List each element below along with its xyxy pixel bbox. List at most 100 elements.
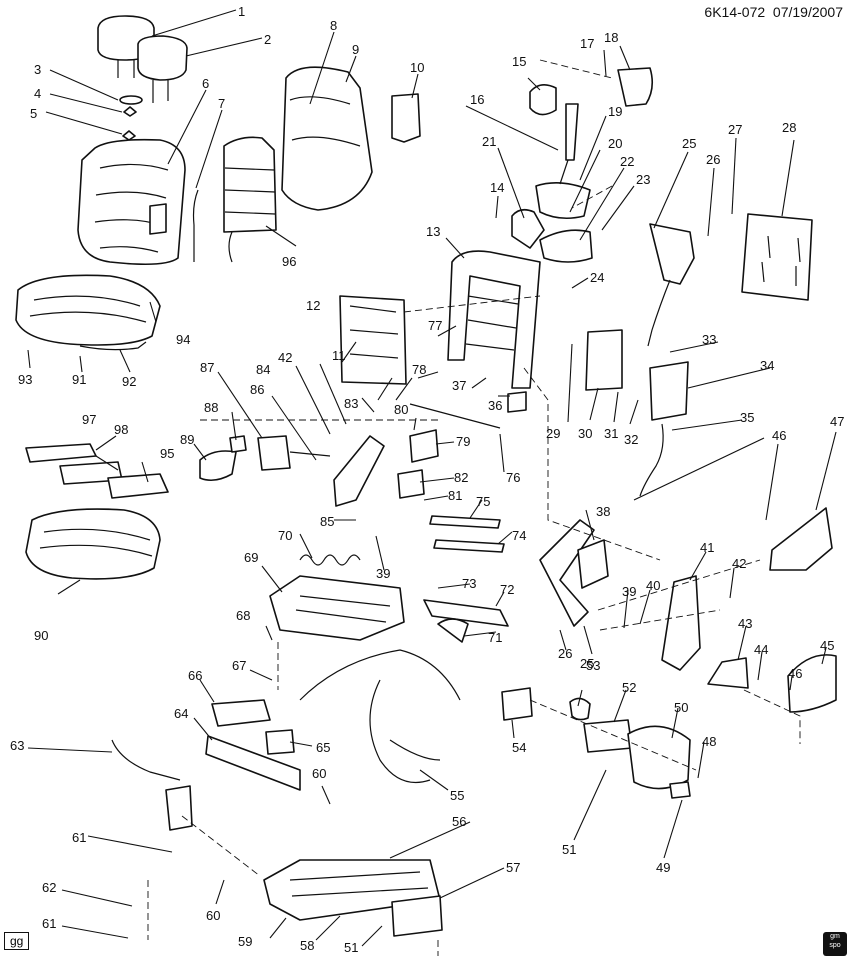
callout-3: 3 <box>34 62 41 77</box>
seat-cushion-cover <box>15 274 161 346</box>
callout-53: 53 <box>586 658 600 673</box>
callout-26-upper: 26 <box>706 152 720 167</box>
callout-37: 37 <box>452 378 466 393</box>
callout-51-right: 51 <box>562 842 576 857</box>
callout-6: 6 <box>202 76 209 91</box>
recliner-rod <box>289 451 331 457</box>
callout-58: 58 <box>300 938 314 953</box>
callout-64: 64 <box>174 706 188 721</box>
cushion-heater-pad-front <box>25 443 97 463</box>
callout-72: 72 <box>500 582 514 597</box>
callout-96: 96 <box>282 254 296 269</box>
upper-belt-guide <box>649 223 695 285</box>
callout-14: 14 <box>490 180 504 195</box>
adjuster-detail <box>289 871 429 897</box>
callout-36: 36 <box>488 398 502 413</box>
seatback-cover <box>77 138 186 266</box>
torsion-rod <box>409 403 501 429</box>
seatback-trim-panel <box>391 93 421 143</box>
callout-26-lower: 26 <box>558 646 572 661</box>
callout-81: 81 <box>448 488 462 503</box>
callout-94: 94 <box>176 332 190 347</box>
cushion-bar-upper <box>429 515 501 529</box>
callout-25-upper: 25 <box>682 136 696 151</box>
callout-62: 62 <box>42 880 56 895</box>
callout-59: 59 <box>238 934 252 949</box>
callout-68: 68 <box>236 608 250 623</box>
cushion-bar-lower <box>433 539 505 553</box>
callout-89: 89 <box>180 432 194 447</box>
callout-42-left: 42 <box>278 350 292 365</box>
callout-16: 16 <box>470 92 484 107</box>
lumbar-motor <box>397 469 425 499</box>
armrest-bezel <box>511 208 545 249</box>
armrest-end-cap <box>617 67 654 107</box>
seat-belt-sensor-cable <box>111 739 181 781</box>
recliner-bracket <box>409 429 439 463</box>
adjuster-cover <box>627 725 691 790</box>
seatback-frame <box>447 250 541 389</box>
callout-56: 56 <box>452 814 466 829</box>
callout-24: 24 <box>590 270 604 285</box>
callout-10: 10 <box>410 60 424 75</box>
callout-54: 54 <box>512 740 526 755</box>
side-bezel <box>585 329 623 391</box>
headrest-front-posts <box>117 60 135 78</box>
recliner-side-bracket <box>661 575 701 671</box>
side-trim-rear <box>787 654 837 713</box>
drawing-header: 6K14-072 07/19/2007 <box>704 4 843 20</box>
callout-83: 83 <box>344 396 358 411</box>
callout-27: 27 <box>728 122 742 137</box>
seat-cushion-foam <box>25 508 161 580</box>
armrest-knob <box>529 84 557 116</box>
callout-43: 43 <box>738 616 752 631</box>
callout-28: 28 <box>782 120 796 135</box>
callout-79: 79 <box>456 434 470 449</box>
callout-66: 66 <box>188 668 202 683</box>
lumbar-mechanism-wires <box>349 305 399 359</box>
heater-pad-lead <box>228 231 233 263</box>
seatback-heater-pad <box>223 136 277 233</box>
leader-lines <box>27 9 837 947</box>
callout-84: 84 <box>256 362 270 377</box>
callout-93: 93 <box>18 372 32 387</box>
seat-wiring-harness <box>299 649 461 784</box>
callout-45: 45 <box>820 638 834 653</box>
seat-cushion-foam-seams <box>39 528 153 557</box>
callout-9: 9 <box>352 42 359 57</box>
gm-spo-logo: gm spo <box>823 932 847 956</box>
logo-line-2: spo <box>829 942 841 949</box>
callout-7: 7 <box>218 96 225 111</box>
callout-21: 21 <box>482 134 496 149</box>
callout-46-upper: 46 <box>772 428 786 443</box>
callout-49: 49 <box>656 860 670 875</box>
callout-86: 86 <box>250 382 264 397</box>
drawing-id: 6K14-072 <box>704 4 766 20</box>
callout-13: 13 <box>426 224 440 239</box>
side-trim-front <box>769 507 833 571</box>
rear-panel-slots <box>761 235 801 286</box>
callout-38: 38 <box>596 504 610 519</box>
callout-55: 55 <box>450 788 464 803</box>
control-module <box>265 729 295 755</box>
armrest-strut-rod <box>559 159 569 185</box>
callout-1: 1 <box>238 4 245 19</box>
callout-88: 88 <box>204 400 218 415</box>
callout-98: 98 <box>114 422 128 437</box>
callout-48: 48 <box>702 734 716 749</box>
cushion-heater-pad-rear <box>107 473 169 499</box>
callout-50: 50 <box>674 700 688 715</box>
callout-5: 5 <box>30 106 37 121</box>
memory-module <box>501 687 533 721</box>
lower-belt-buckle <box>539 519 595 627</box>
buckle-cover <box>577 539 609 589</box>
callout-40: 40 <box>646 578 660 593</box>
seatback-rear-panel <box>741 213 813 301</box>
callout-46-lower: 46 <box>788 666 802 681</box>
cushion-springs <box>299 554 361 566</box>
callout-63: 63 <box>10 738 24 753</box>
callout-90: 90 <box>34 628 48 643</box>
callout-70: 70 <box>278 528 292 543</box>
